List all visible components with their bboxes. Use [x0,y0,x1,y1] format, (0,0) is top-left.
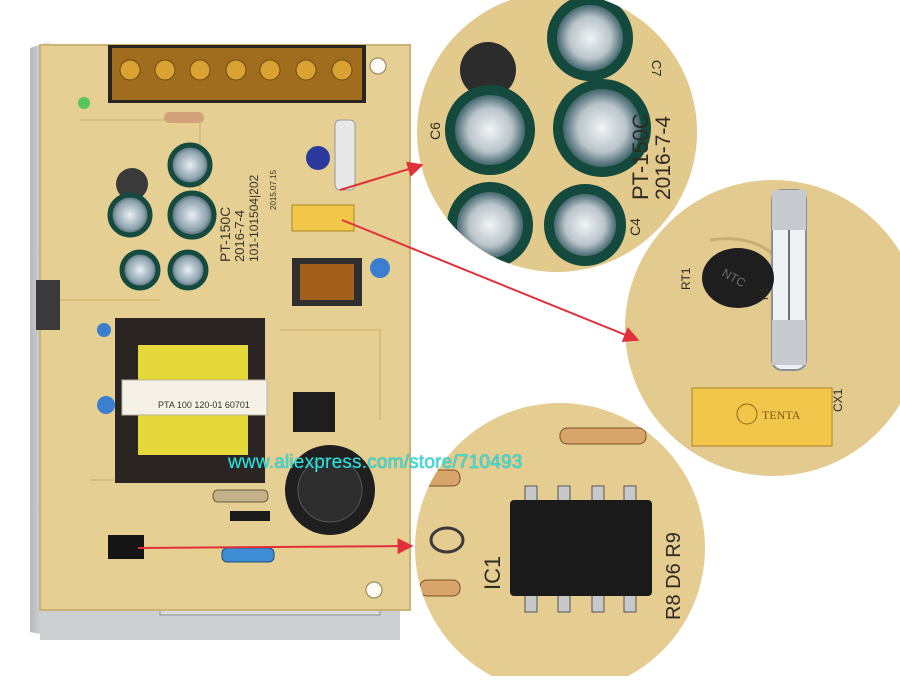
board-partno: 101-101504|202 [247,174,261,262]
svg-text:C7: C7 [649,60,664,77]
terminal-block [108,45,366,103]
board-date: 2016-7-4 [232,210,247,262]
bulk-capacitor [285,392,375,535]
board-small-date: 2015.07.15 [269,169,278,210]
board-resistors [36,112,275,563]
transformer: PTA 100 120-01 60701 [115,318,268,483]
zoom-model-text: PT-150C [628,113,653,200]
board-capacitors [78,97,217,291]
svg-text:F1: F1 [759,287,771,300]
svg-text:RT1: RT1 [679,267,693,290]
board-silkscreen: PT-150C 2016-7-4 101-101504|202 [217,174,261,262]
svg-text:2015.07.15: 2015.07.15 [269,169,278,210]
svg-text:C6: C6 [427,122,443,140]
board-filter [291,119,390,306]
zoom-ic: IC1 R8 D6 R9 [413,401,707,681]
zoom-date-text: 2016-7-4 [652,116,675,200]
ic-label: IC1 [480,556,505,590]
store-watermark: www.aliexpress.com/store/710493 [228,452,523,473]
board-model: PT-150C [217,207,233,262]
transformer-label: PTA 100 120-01 60701 [158,400,250,410]
svg-text:CX1: CX1 [831,388,845,412]
zoom-capacitors: PT-150C 2016-7-4 C7 C4 C6 [415,0,699,274]
ic-pin-labels: R8 D6 R9 [663,532,685,620]
x-capacitor-brand: TENTA [762,408,801,422]
arrow-icon [137,161,640,555]
svg-text:C4: C4 [627,218,643,236]
zoom-fuse: NTC TENTA RT1 F1 CX1 [623,178,900,478]
